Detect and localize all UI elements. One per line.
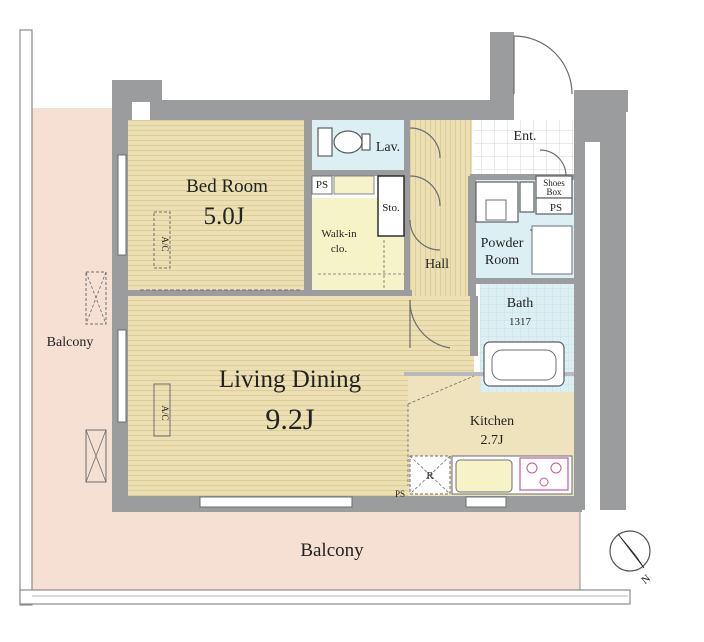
kitchen-area: 2.7J (481, 433, 505, 448)
walk-in-label-2: clo. (331, 243, 347, 255)
bath-size-code: 1317 (509, 316, 532, 328)
fixtures (153, 127, 573, 495)
entrance-floor (474, 120, 574, 176)
balcony-area (19, 29, 631, 606)
bed-room-area: 5.0J (204, 203, 245, 230)
outdoor-unit (85, 429, 107, 483)
windows (117, 154, 507, 508)
outdoor-unit (85, 271, 107, 325)
aircon-living (153, 383, 171, 437)
ps-label: PS (550, 202, 562, 214)
shoes-box-label-2: Box (546, 187, 562, 197)
fridge-label: R (426, 470, 434, 482)
powder-room-label-1: Powder (481, 236, 524, 251)
doors (377, 35, 573, 349)
powder-room-label-2: Room (485, 253, 519, 268)
bed-room-label: Bed Room (186, 176, 268, 197)
aircon-label: A/C (160, 236, 170, 251)
living-dining-area: 9.2J (265, 403, 315, 436)
stove-icon (519, 457, 569, 491)
living-dining-label: Living Dining (219, 366, 362, 393)
balcony-left-label: Balcony (47, 335, 94, 350)
bed-room-floor (128, 120, 308, 292)
compass-north-label: N (639, 573, 653, 587)
lav-label: Lav. (376, 140, 400, 155)
kitchen-label: Kitchen (470, 414, 514, 429)
hall-label: Hall (425, 257, 449, 272)
entrance-label: Ent. (514, 129, 537, 144)
shoes-box-label-1: Shoes (543, 178, 565, 188)
toilet-icon (333, 130, 363, 154)
aircon-label: A/C (160, 405, 170, 420)
aircon-bed (153, 211, 171, 269)
washbasin-lav (317, 127, 333, 157)
hall-floor (408, 120, 472, 296)
compass-icon (609, 530, 651, 572)
sto-label: Sto. (382, 202, 400, 214)
walk-in-label-1: Walk-in (321, 228, 357, 240)
ps-label: PS (316, 179, 328, 191)
bath-label: Bath (507, 296, 533, 311)
ps-label: PS (395, 489, 405, 499)
balcony-bottom-label: Balcony (300, 540, 364, 561)
sink-icon (455, 459, 513, 493)
